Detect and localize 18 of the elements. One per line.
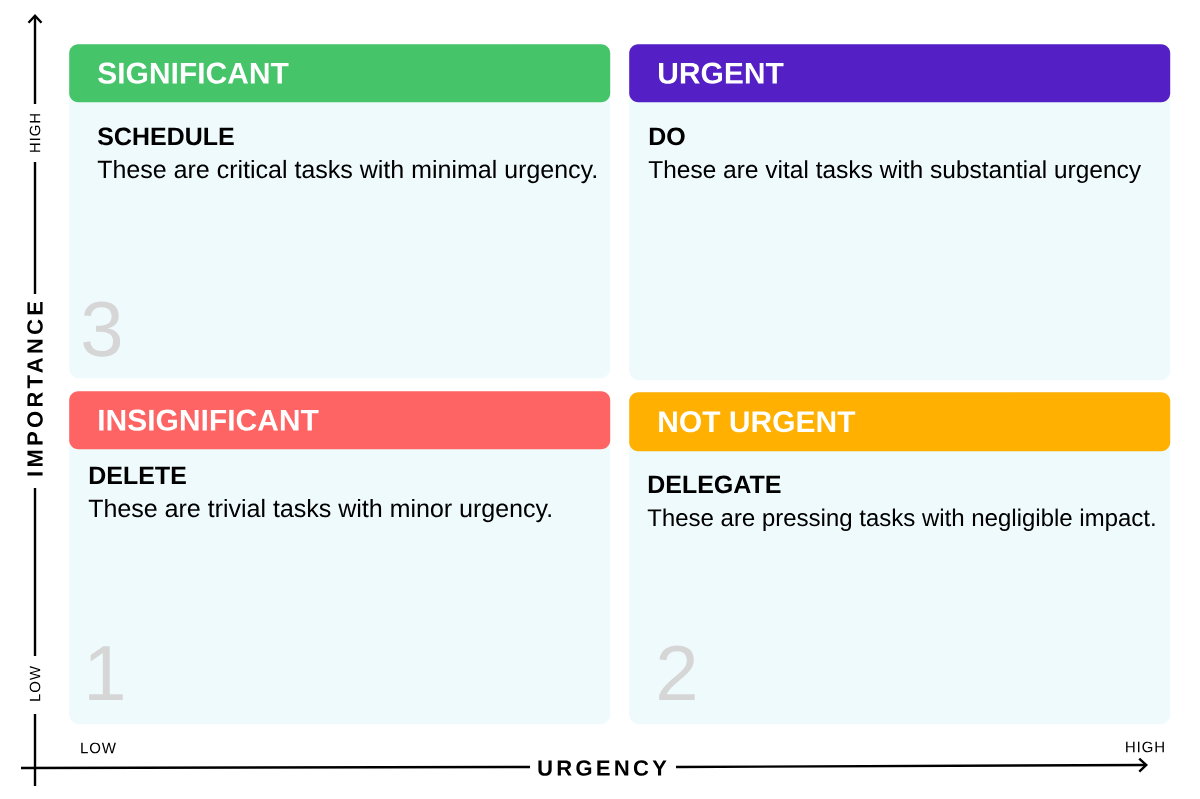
axis-label: LOW: [81, 742, 116, 754]
axis-title: URGENCY: [538, 760, 667, 776]
axis-title: IMPORTANCE: [27, 301, 43, 476]
axis-label: HIGH: [1126, 741, 1164, 753]
heading: SCHEDULE: [97, 127, 234, 146]
header-band: URGENT: [629, 44, 1171, 103]
header-band: NOT URGENT: [629, 392, 1171, 452]
description: These are trivial tasks with minor urgency.: [88, 498, 551, 523]
description: These are critical tasks with minimal urgency.: [97, 159, 596, 184]
axis-label: HIGH: [29, 114, 41, 152]
heading: DO: [649, 127, 685, 146]
heading: DELETE: [89, 466, 186, 484]
header-band: SIGNIFICANT: [69, 44, 611, 103]
header-band: INSIGNIFICANT: [69, 391, 611, 450]
heading: DELEGATE: [648, 475, 781, 494]
description: These are pressing tasks with negligible impact.: [647, 508, 1155, 531]
description: These are vital tasks with substantial urgency: [648, 160, 1141, 184]
axis-label: LOW: [29, 666, 41, 701]
